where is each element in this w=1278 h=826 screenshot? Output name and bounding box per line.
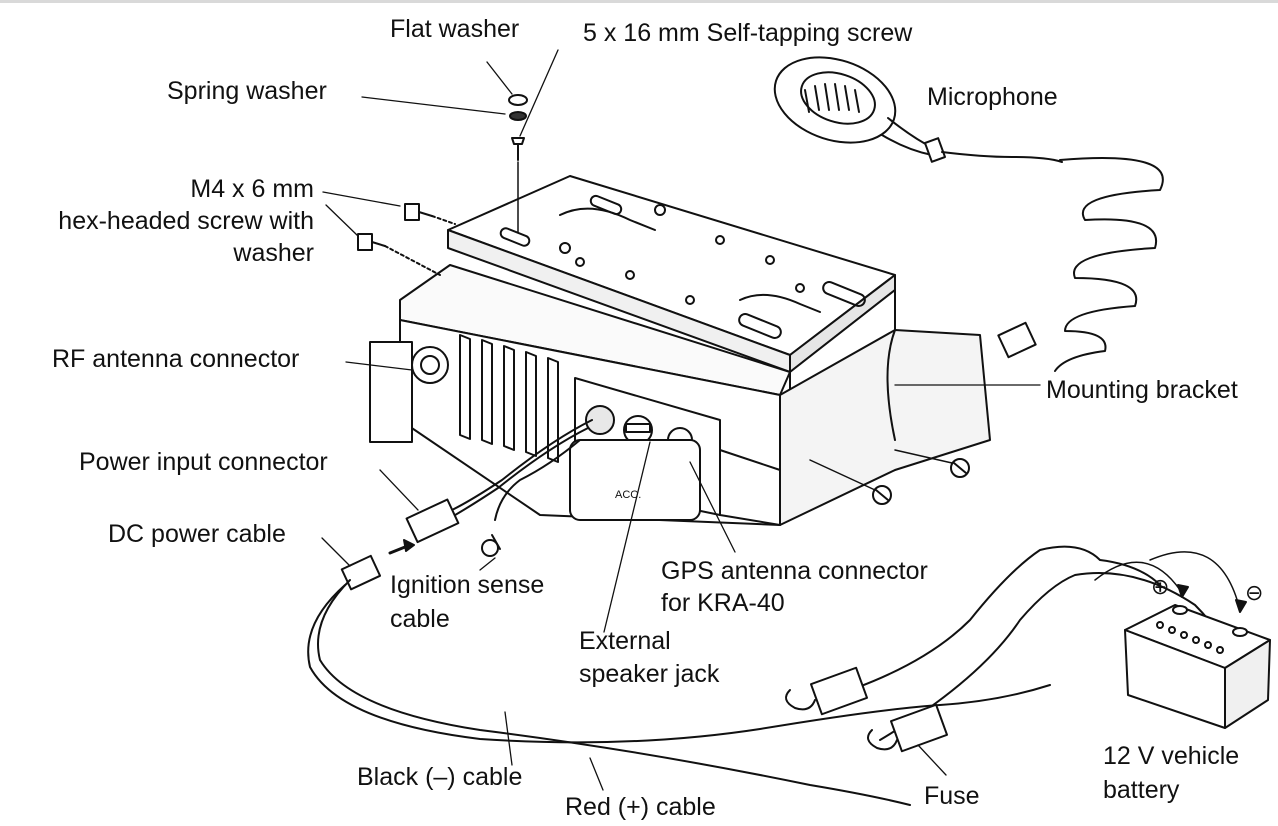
top-border xyxy=(0,0,1278,3)
label-hex-screw-line1: M4 x 6 mm xyxy=(190,175,314,203)
rf-connector-shape xyxy=(369,341,449,443)
label-battery-line1: 12 V vehicle xyxy=(1103,742,1240,770)
label-fuse: Fuse xyxy=(924,782,980,810)
label-battery-line2: battery xyxy=(1103,776,1180,804)
radio-body: ACC. xyxy=(369,264,991,526)
label-ext-speaker-line2: speaker jack xyxy=(579,660,720,688)
washers-screw xyxy=(508,94,528,233)
label-rf-antenna-connector: RF antenna connector xyxy=(52,345,300,373)
label-self-tapping-screw: 5 x 16 mm Self-tapping screw xyxy=(583,19,913,47)
microphone-shape xyxy=(773,56,1164,372)
label-ignition-line1: Ignition sense xyxy=(390,571,545,599)
acc-mark: ACC. xyxy=(615,489,641,501)
label-ext-speaker-line1: External xyxy=(579,627,671,655)
label-mounting-bracket: Mounting bracket xyxy=(1046,376,1238,404)
heatsink-fins xyxy=(459,334,559,463)
label-spring-washer: Spring washer xyxy=(167,77,327,105)
label-red-cable: Red (+) cable xyxy=(565,793,716,821)
label-hex-screw-line2: hex-headed screw with xyxy=(58,207,314,235)
battery-shape xyxy=(1094,551,1271,729)
hex-screws xyxy=(357,203,456,276)
side-screws xyxy=(809,449,970,505)
battery-minus-symbol: ⊖ xyxy=(1245,580,1264,605)
label-gps-line1: GPS antenna connector xyxy=(661,557,928,585)
label-flat-washer: Flat washer xyxy=(390,15,520,43)
leader-lines xyxy=(321,49,1041,791)
battery-plus-symbol: ⊕ xyxy=(1151,574,1170,599)
label-gps-line2: for KRA-40 xyxy=(661,589,785,617)
mounting-bracket xyxy=(447,175,896,373)
label-black-cable: Black (–) cable xyxy=(357,763,523,791)
label-ignition-line2: cable xyxy=(390,605,450,633)
label-hex-screw-line3: washer xyxy=(233,239,314,267)
label-microphone: Microphone xyxy=(927,83,1058,111)
power-cables xyxy=(307,419,1226,806)
label-power-input-connector: Power input connector xyxy=(79,448,328,476)
label-dc-power-cable: DC power cable xyxy=(108,520,286,548)
